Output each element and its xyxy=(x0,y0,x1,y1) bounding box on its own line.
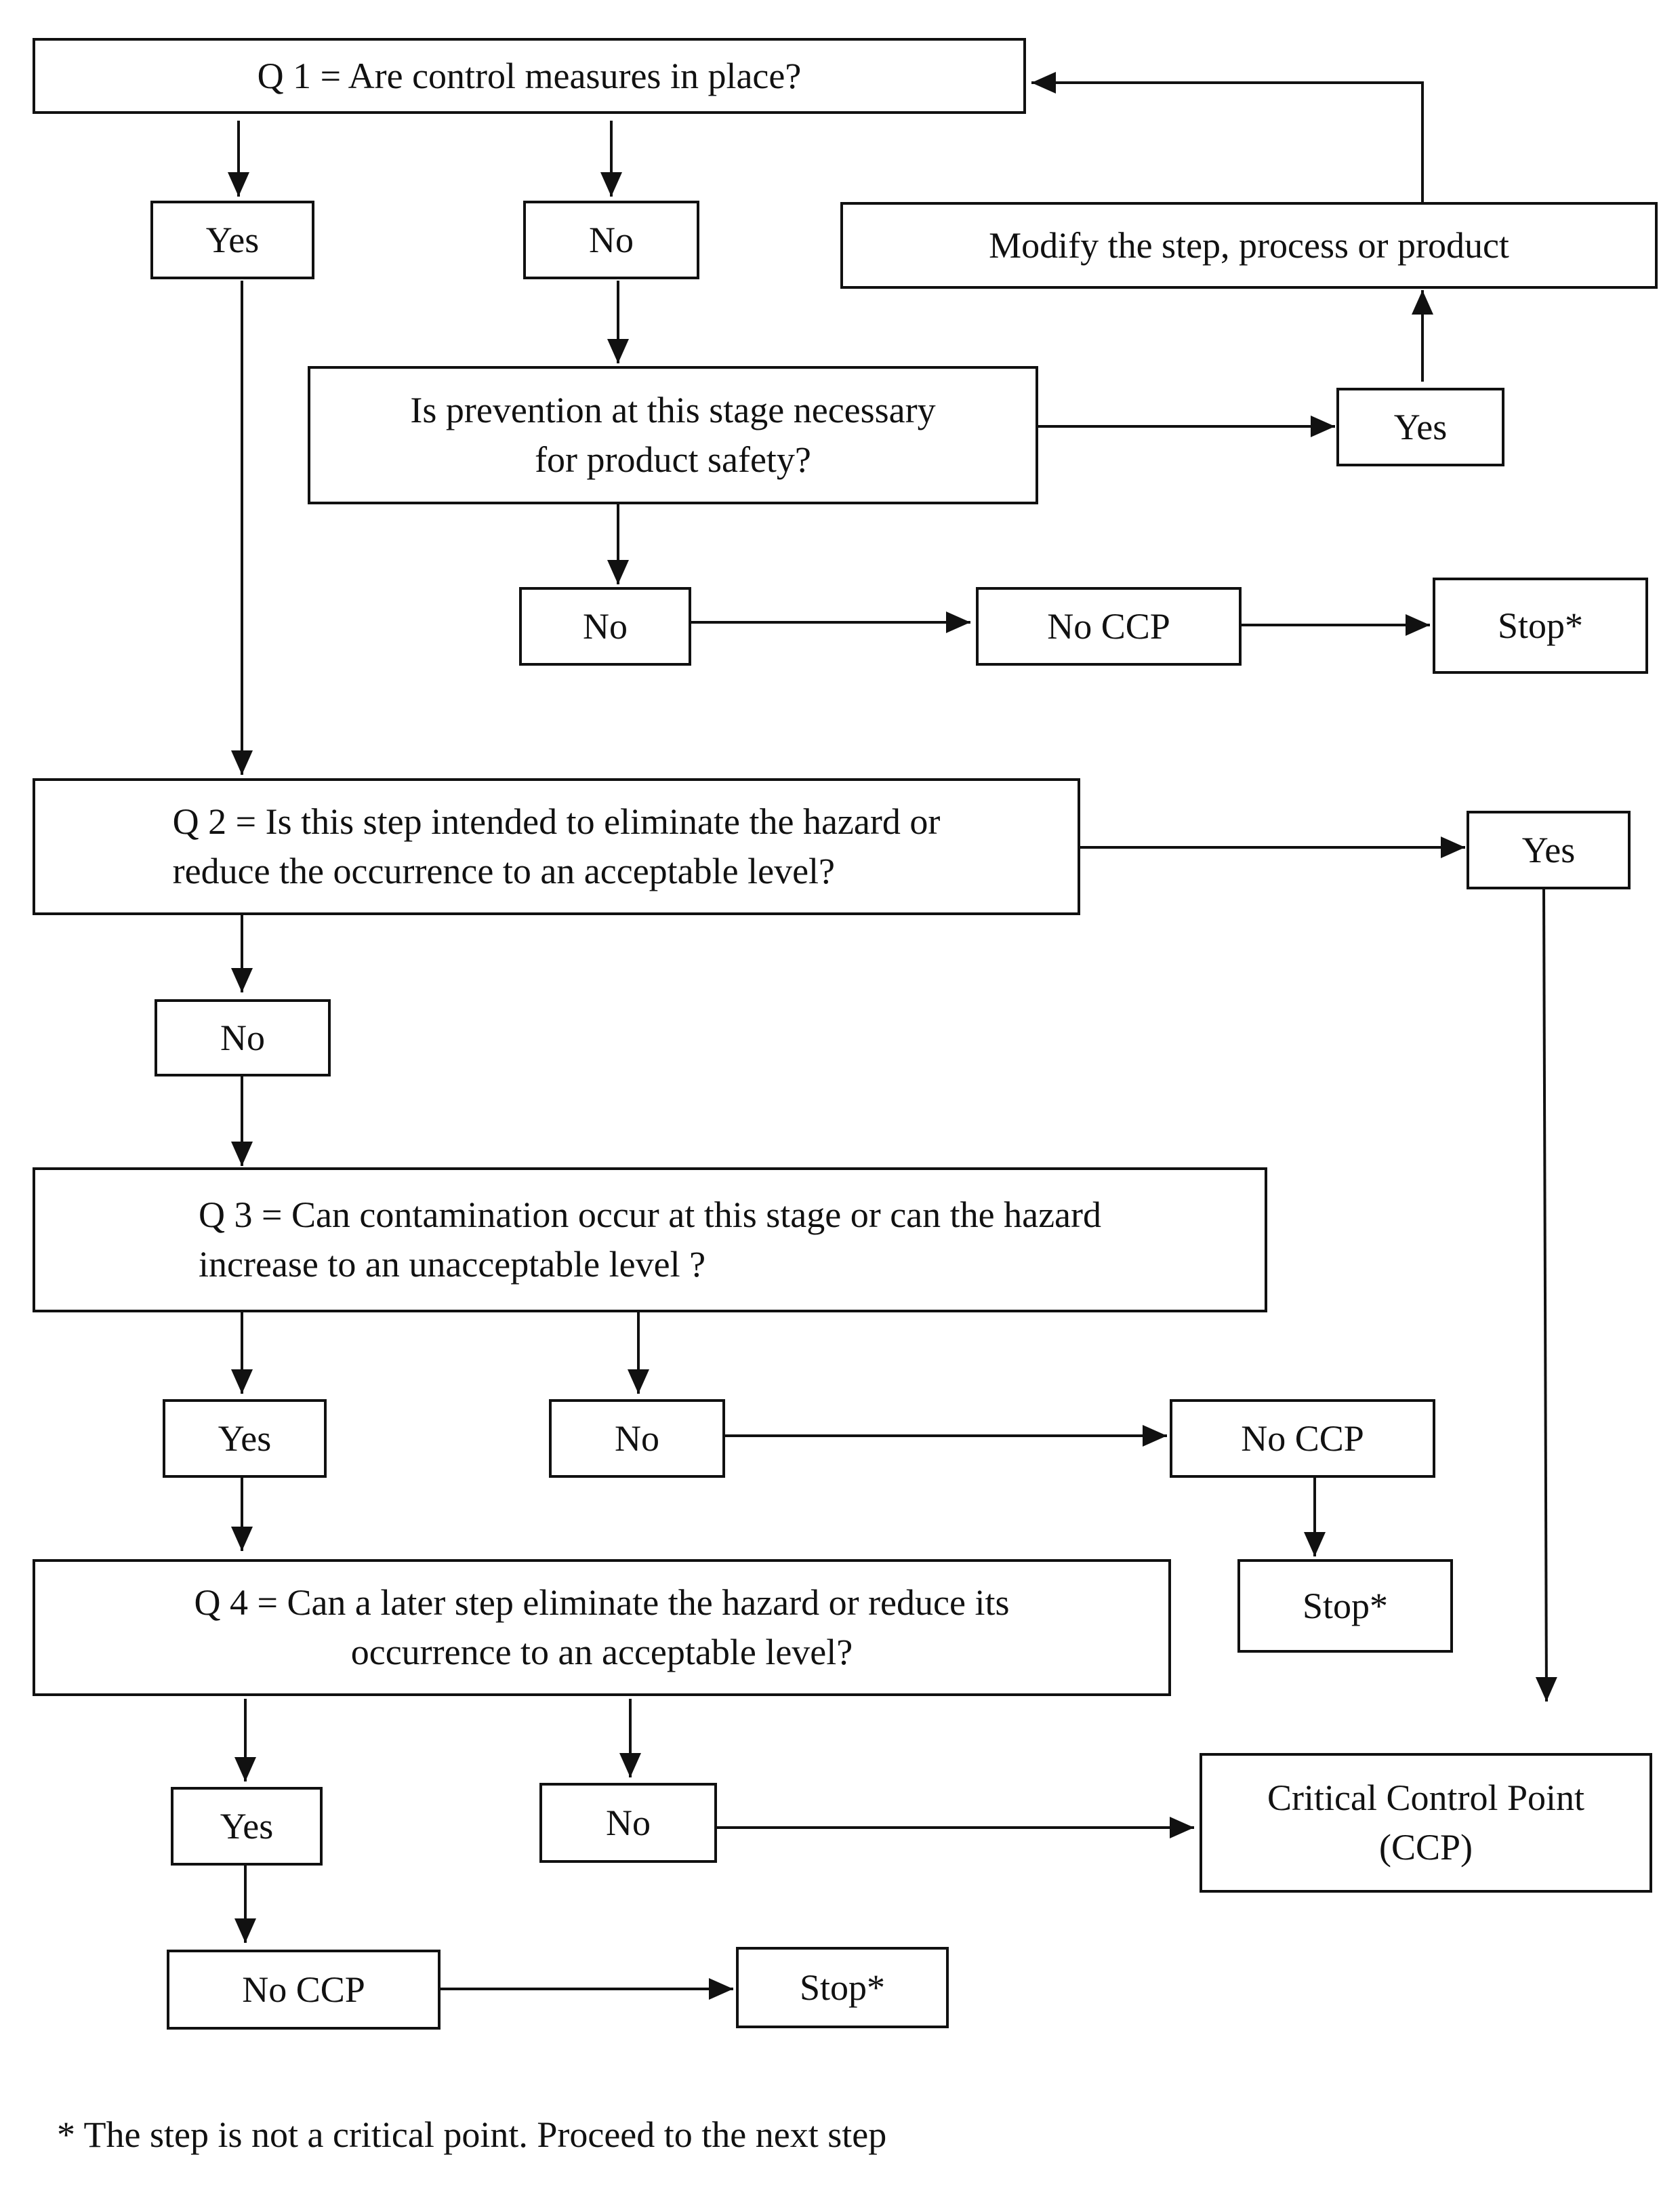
q3-label: Q 3 = Can contamination occur at this st… xyxy=(199,1194,1101,1285)
q4-no-ccp-label: No CCP xyxy=(242,1969,365,2010)
q3-no-ccp-box: No CCP xyxy=(1170,1399,1435,1478)
prevention-box: Is prevention at this stage necessary fo… xyxy=(308,366,1038,504)
q4-no-box: No xyxy=(539,1783,717,1863)
q3-stop-box: Stop* xyxy=(1237,1559,1453,1653)
q1-yes-box: Yes xyxy=(150,201,314,279)
prevention-no-box: No xyxy=(519,587,691,666)
q3-yes-label: Yes xyxy=(218,1417,272,1459)
q4-box: Q 4 = Can a later step eliminate the haz… xyxy=(33,1559,1171,1696)
q3-no-label: No xyxy=(615,1417,659,1459)
q2-yes-label: Yes xyxy=(1521,829,1576,870)
q1-no-box: No xyxy=(523,201,699,279)
prevention-yes-label: Yes xyxy=(1393,406,1448,447)
q1-no-label: No xyxy=(589,219,634,260)
q4-yes-label: Yes xyxy=(220,1805,274,1847)
q4-stop-box: Stop* xyxy=(736,1947,949,2028)
prevention-yes-box: Yes xyxy=(1336,388,1504,466)
q2-no-box: No xyxy=(155,999,331,1076)
modify-box: Modify the step, process or product xyxy=(840,202,1658,289)
q3-yes-box: Yes xyxy=(163,1399,327,1478)
arrow-modify-to-q1 xyxy=(1031,72,1424,202)
q2-yes-box: Yes xyxy=(1467,811,1631,889)
prevention-label: Is prevention at this stage necessary fo… xyxy=(410,390,936,480)
prevention-no-label: No xyxy=(583,605,628,647)
q4-label: Q 4 = Can a later step eliminate the haz… xyxy=(194,1582,1010,1672)
prevention-no-ccp-box: No CCP xyxy=(976,587,1242,666)
q2-label: Q 2 = Is this step intended to eliminate… xyxy=(172,801,941,891)
q3-no-ccp-label: No CCP xyxy=(1241,1417,1364,1459)
footnote: * The step is not a critical point. Proc… xyxy=(57,2114,887,2155)
q1-label: Q 1 = Are control measures in place? xyxy=(257,55,802,96)
q4-stop-label: Stop* xyxy=(799,1967,886,2008)
ccp-label: Critical Control Point (CCP) xyxy=(1267,1777,1584,1868)
prevention-no-ccp-label: No CCP xyxy=(1047,605,1170,647)
arrow-q2yes-to-ccp xyxy=(1535,889,1557,1702)
q2-no-label: No xyxy=(220,1017,265,1058)
ccp-box: Critical Control Point (CCP) xyxy=(1200,1753,1652,1893)
prevention-stop-label: Stop* xyxy=(1497,605,1584,646)
q4-no-ccp-box: No CCP xyxy=(167,1950,441,2030)
q1-yes-label: Yes xyxy=(205,219,260,260)
prevention-stop-box: Stop* xyxy=(1433,578,1648,674)
q1-box: Q 1 = Are control measures in place? xyxy=(33,38,1026,114)
q3-no-box: No xyxy=(549,1399,725,1478)
q3-stop-label: Stop* xyxy=(1302,1585,1389,1626)
q4-no-label: No xyxy=(606,1802,651,1843)
q3-box: Q 3 = Can contamination occur at this st… xyxy=(33,1167,1267,1312)
q4-yes-box: Yes xyxy=(171,1787,323,1866)
modify-label: Modify the step, process or product xyxy=(989,224,1509,266)
q2-box: Q 2 = Is this step intended to eliminate… xyxy=(33,778,1080,915)
